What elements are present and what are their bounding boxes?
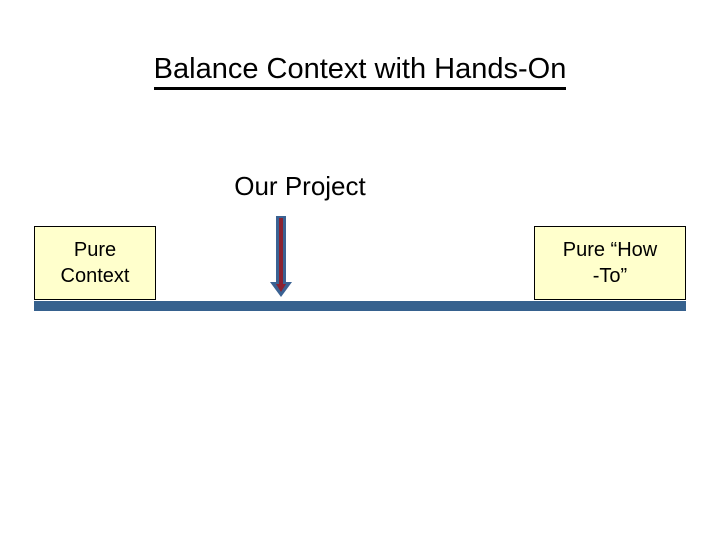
- label-box-pure-context: Pure Context: [34, 226, 156, 300]
- label-box-pure-how-to-line1: Pure “How: [562, 239, 658, 261]
- down-arrow-icon: [266, 216, 296, 306]
- spectrum-bar: [34, 301, 686, 311]
- label-box-pure-how-to: Pure “How -To”: [534, 226, 686, 300]
- page-title: Balance Context with Hands-On: [0, 52, 720, 90]
- label-box-pure-how-to-line2: -To”: [592, 265, 628, 287]
- label-box-pure-context-line2: Context: [60, 265, 130, 287]
- page-title-text: Balance Context with Hands-On: [153, 52, 567, 90]
- center-caption: Our Project: [234, 171, 366, 201]
- label-box-pure-context-line1: Pure: [73, 239, 117, 261]
